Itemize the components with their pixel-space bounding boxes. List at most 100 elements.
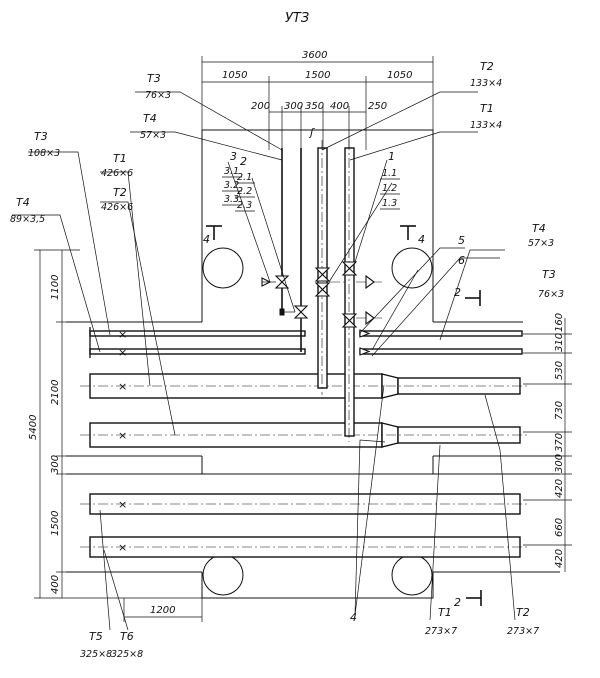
callout-3-1: 3.1	[224, 166, 239, 177]
label-t5-bottom: Т5	[89, 630, 103, 643]
drawing-title: УТЗ	[285, 11, 309, 26]
dim-right-6: 300	[554, 454, 565, 473]
dim-right-9: 420	[554, 549, 565, 568]
callout-3-2: 3.2	[224, 180, 239, 191]
callout-2-2: 2.2	[237, 186, 252, 197]
callout-2: 2	[240, 155, 247, 168]
callout-5: 5	[458, 234, 465, 247]
valves: × × × × × × ʃ	[118, 126, 382, 554]
label-t4-left-size: 89×3,5	[10, 214, 45, 225]
right-dimensions: 160 310 530 730 370 300 420 660 420	[523, 313, 572, 572]
dim-seg-1: 1050	[222, 70, 247, 81]
label-t4-right-size: 57×3	[528, 238, 554, 249]
left-dimensions: 5400 1100 2100 300 1500 400 1200	[28, 249, 203, 622]
label-t3-left: Т3	[34, 130, 48, 143]
label-t2-top-size: 133×4	[470, 78, 502, 89]
section-marks: 4 4 2 2	[203, 225, 482, 609]
manhole-top-right	[391, 247, 433, 289]
label-t2-bottom-size: 273×7	[507, 626, 539, 637]
riser-t1	[344, 147, 355, 437]
label-t2-left: Т2	[113, 186, 127, 199]
callout-1-3: 1.3	[382, 198, 397, 209]
dim-left-4: 1500	[50, 511, 61, 536]
dim-left-2: 2100	[50, 380, 61, 405]
dim-right-1: 160	[554, 313, 565, 332]
dim-bottom: 1200	[150, 605, 175, 616]
svg-text:ʃ: ʃ	[308, 126, 315, 139]
chamber-outline	[66, 129, 560, 599]
label-t3-top-size: 76×3	[145, 90, 171, 101]
label-t3-left-size: 108×3	[28, 148, 60, 159]
label-t1-left: Т1	[113, 152, 127, 165]
dim-right-4: 730	[554, 401, 565, 420]
connection-6	[359, 347, 371, 356]
pipe-t4-right	[359, 330, 523, 337]
section-4-left: 4	[203, 233, 210, 246]
svg-text:×: ×	[118, 380, 127, 393]
label-t1-bottom: Т1	[438, 606, 452, 619]
svg-text:×: ×	[118, 541, 127, 554]
label-t3-right: Т3	[542, 268, 556, 281]
label-t6-bottom: Т6	[120, 630, 134, 643]
dim-right-8: 660	[554, 518, 565, 537]
label-t1-left-size: 426×6	[101, 168, 133, 179]
manhole-bottom-left	[202, 554, 244, 596]
callout-1-2: 1.2	[382, 183, 397, 194]
dim-right-2: 310	[554, 333, 565, 352]
label-t2-bottom: Т2	[516, 606, 530, 619]
dim-left-1: 1100	[50, 275, 61, 300]
label-t2-left-size: 426×6	[101, 202, 133, 213]
callout-3: 3	[230, 150, 237, 163]
dim-width-total: 3600	[302, 50, 327, 61]
label-t3-right-size: 76×3	[538, 289, 564, 300]
dim-small-1: 200	[251, 101, 270, 112]
label-t3-top: Т3	[147, 72, 161, 85]
callout-3-3: 3.3	[224, 194, 239, 205]
horizontal-pipes	[80, 327, 530, 558]
dim-small-5: 250	[368, 101, 387, 112]
dim-right-3: 530	[554, 361, 565, 380]
valve-t2-upper	[314, 267, 331, 282]
label-t2-top: Т2	[480, 60, 494, 73]
label-t4-left: Т4	[16, 196, 30, 209]
callout-2-1: 2.1	[237, 172, 252, 183]
label-t4-right: Т4	[532, 222, 546, 235]
callout-1-1: 1.1	[382, 168, 397, 179]
dim-small-2: 300	[284, 101, 303, 112]
manhole-bottom-right	[391, 554, 433, 596]
valve-t2-lower	[314, 282, 331, 297]
dim-left-5: 400	[50, 575, 61, 594]
top-dimensions: 3600 1050 1500 1050 200 300 350 400 250	[201, 50, 434, 150]
label-t4-top-size: 57×3	[140, 130, 166, 141]
svg-text:×: ×	[118, 328, 127, 341]
label-t5-bottom-size: 325×8	[80, 649, 112, 660]
dim-right-5: 370	[554, 433, 565, 452]
dim-small-4: 400	[330, 101, 349, 112]
connection-5	[359, 329, 371, 338]
callout-6: 6	[458, 254, 465, 267]
dim-seg-2: 1500	[305, 70, 330, 81]
label-t1-bottom-size: 273×7	[425, 626, 457, 637]
section-2-top: 2	[454, 286, 461, 299]
section-4-right: 4	[418, 233, 425, 246]
leader-lines	[12, 91, 516, 631]
svg-text:×: ×	[118, 429, 127, 442]
valve-t1-upper	[341, 261, 358, 276]
dim-right-7: 420	[554, 479, 565, 498]
dim-height-total: 5400	[28, 415, 39, 440]
svg-text:×: ×	[118, 498, 127, 511]
dim-seg-3: 1050	[387, 70, 412, 81]
dim-small-3: 350	[305, 101, 324, 112]
valve-t3	[274, 275, 290, 289]
callout-4: 4	[350, 611, 357, 624]
valve-t1-lower	[341, 313, 358, 328]
svg-text:×: ×	[118, 346, 127, 359]
label-t6-bottom-size: 325×8	[111, 649, 143, 660]
callout-1: 1	[388, 150, 395, 163]
manhole-top-left	[202, 247, 244, 289]
callout-2-3: 2.3	[237, 200, 252, 211]
dim-left-3: 300	[50, 455, 61, 474]
label-t1-top: Т1	[480, 102, 494, 115]
label-t4-top: Т4	[143, 112, 157, 125]
